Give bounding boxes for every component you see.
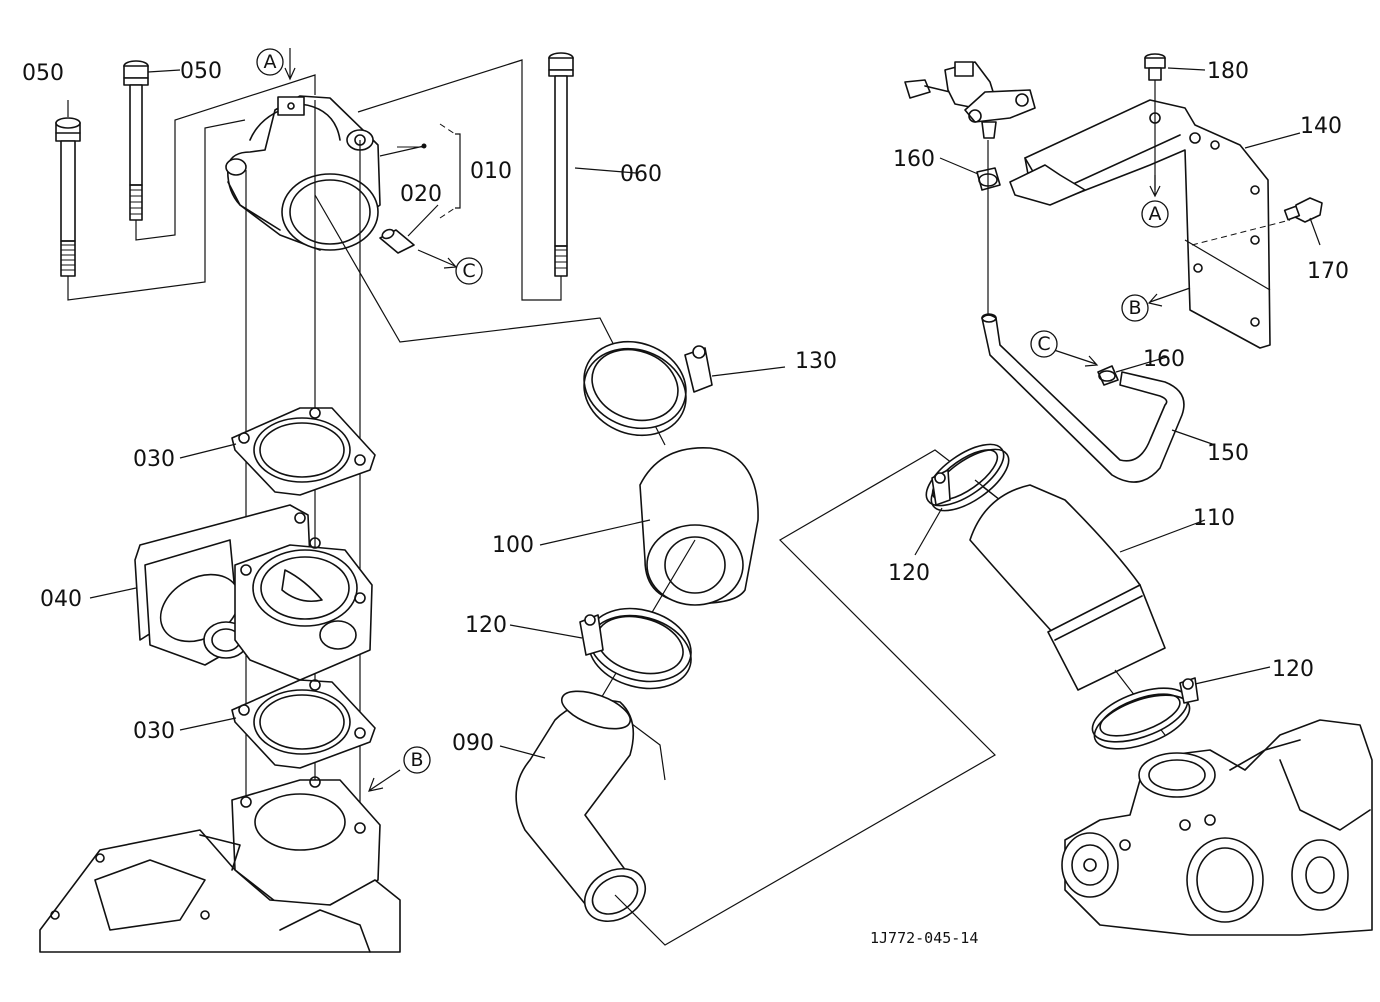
label-120-left: 120 — [888, 561, 930, 586]
gasket-030-lower — [231, 679, 376, 769]
figure-code: 1J772-045-14 — [870, 929, 978, 947]
label-160-lower: 160 — [1143, 347, 1185, 372]
gasket-030-upper — [231, 407, 376, 496]
thermostat-housing-010 — [225, 95, 381, 251]
pin-020 — [379, 228, 415, 254]
ref-marker-a-top: A — [256, 48, 284, 76]
hose-100 — [639, 447, 759, 606]
label-130: 130 — [795, 349, 837, 374]
label-020: 020 — [400, 182, 442, 207]
hose-090 — [515, 690, 646, 923]
turbocharger — [1061, 719, 1373, 936]
label-090: 090 — [452, 731, 494, 756]
label-050-right: 050 — [180, 59, 222, 84]
hose-clamp-120-left — [925, 443, 1010, 512]
label-180: 180 — [1207, 59, 1249, 84]
svg-text:B: B — [1128, 297, 1141, 319]
hose-clamp-120-right — [1091, 677, 1199, 750]
hose-clip-160-lower — [1097, 365, 1119, 386]
bolt-060 — [548, 52, 574, 277]
label-060: 060 — [620, 162, 662, 187]
svg-text:A: A — [264, 51, 277, 73]
ref-marker-b-manifold: B — [403, 746, 431, 774]
hose-150 — [981, 313, 1185, 483]
ref-marker-a-bracket: A — [1141, 200, 1169, 228]
intake-manifold — [39, 776, 401, 953]
dot-marker — [421, 143, 427, 149]
hose-110 — [969, 484, 1166, 691]
ref-marker-b-bracket: B — [1121, 294, 1149, 322]
label-120-mid: 120 — [465, 613, 507, 638]
throttle-body-040 — [134, 504, 373, 681]
ref-marker-c-hose: C — [1030, 330, 1058, 358]
label-010: 010 — [470, 159, 512, 184]
svg-text:C: C — [462, 260, 475, 282]
bolt-180 — [1144, 53, 1166, 81]
label-150: 150 — [1207, 441, 1249, 466]
hose-clamp-120-mid — [579, 607, 692, 690]
label-140: 140 — [1300, 114, 1342, 139]
pressure-sensor — [904, 61, 1036, 139]
bolt-170 — [1283, 197, 1323, 223]
bolt-050-right — [123, 60, 149, 221]
ref-marker-c-pipe: C — [455, 257, 483, 285]
label-160-upper: 160 — [893, 147, 935, 172]
label-110: 110 — [1193, 506, 1235, 531]
hose-clamp-130 — [583, 340, 713, 437]
label-050-left: 050 — [22, 61, 64, 86]
label-100: 100 — [492, 533, 534, 558]
label-030-lower: 030 — [133, 719, 175, 744]
svg-text:C: C — [1037, 333, 1050, 355]
label-170: 170 — [1307, 259, 1349, 284]
svg-text:B: B — [410, 749, 423, 771]
label-120-right: 120 — [1272, 657, 1314, 682]
svg-text:A: A — [1149, 203, 1162, 225]
bolt-050-left — [55, 117, 81, 277]
label-040: 040 — [40, 587, 82, 612]
label-030-upper: 030 — [133, 447, 175, 472]
